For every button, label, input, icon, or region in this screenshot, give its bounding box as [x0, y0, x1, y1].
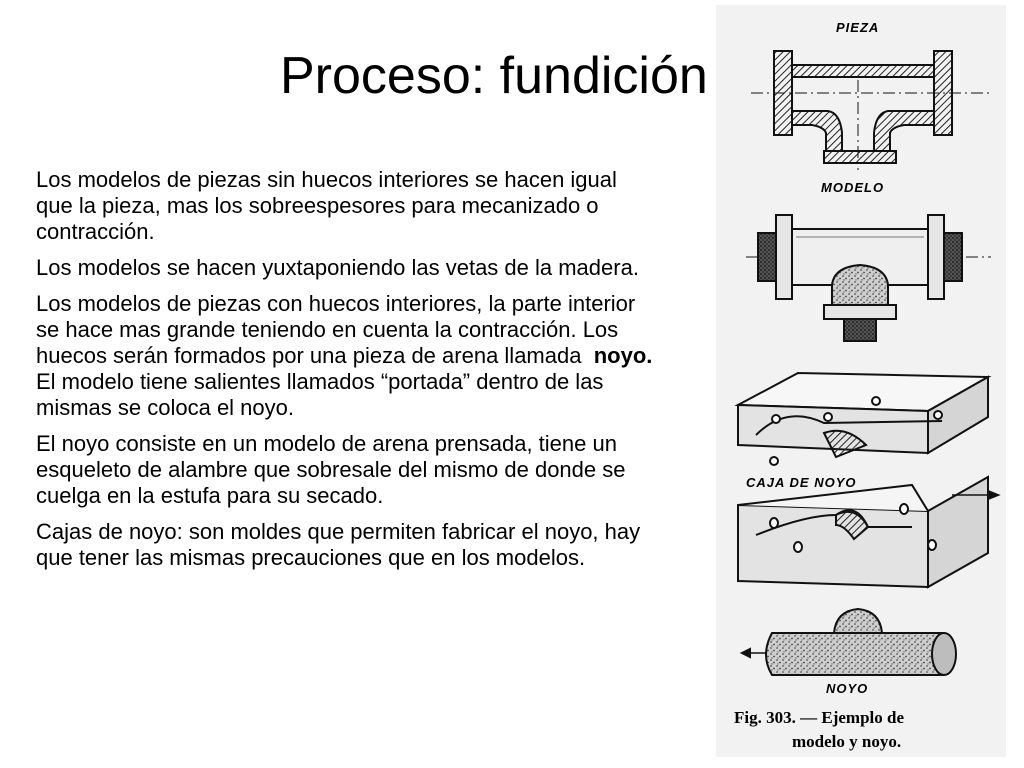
paragraph-text: El noyo consiste en un modelo de arena p…	[36, 431, 626, 508]
caja-noyo-lower-drawing	[737, 475, 1001, 589]
slide-body: Los modelos de piezas sin huecos interio…	[36, 167, 656, 581]
figure-caption-line2: modelo y noyo.	[792, 732, 901, 751]
paragraph-noyo: El noyo consiste en un modelo de arena p…	[36, 431, 656, 509]
label-modelo: MODELO	[821, 180, 884, 195]
paragraph-text: Los modelos se hacen yuxtaponiendo las v…	[36, 255, 639, 280]
label-pieza: PIEZA	[836, 20, 879, 35]
slide-title: Proceso: fundición	[280, 47, 708, 105]
figure-modelo-noyo: PIEZA MODELO	[716, 5, 1006, 757]
modelo-drawing	[746, 214, 991, 342]
figure-illustration: PIEZA MODELO	[716, 5, 1006, 757]
paragraph-text-main: Los modelos de piezas con huecos interio…	[36, 291, 636, 368]
paragraph-con-huecos: Los modelos de piezas con huecos interio…	[36, 291, 656, 421]
label-caja-noyo: CAJA DE NOYO	[746, 475, 856, 490]
paragraph-text: Los modelos de piezas sin huecos interio…	[36, 167, 617, 244]
noyo-term: noyo.	[593, 343, 653, 368]
paragraph-portada: El modelo tiene salientes llamados “port…	[36, 369, 604, 420]
paragraph-vetas: Los modelos se hacen yuxtaponiendo las v…	[36, 255, 656, 281]
label-noyo: NOYO	[826, 681, 868, 696]
pieza-drawing	[751, 50, 991, 170]
caja-noyo-upper-drawing	[734, 371, 992, 466]
figure-caption-line1: Fig. 303. — Ejemplo de	[734, 708, 904, 727]
paragraph-sin-huecos: Los modelos de piezas sin huecos interio…	[36, 167, 656, 245]
paragraph-text: Los modelos de piezas con huecos interio…	[36, 291, 656, 369]
paragraph-cajas-noyo: Cajas de noyo: son moldes que permiten f…	[36, 519, 656, 571]
noyo-drawing	[739, 607, 957, 676]
paragraph-text: Cajas de noyo: son moldes que permiten f…	[36, 519, 641, 570]
